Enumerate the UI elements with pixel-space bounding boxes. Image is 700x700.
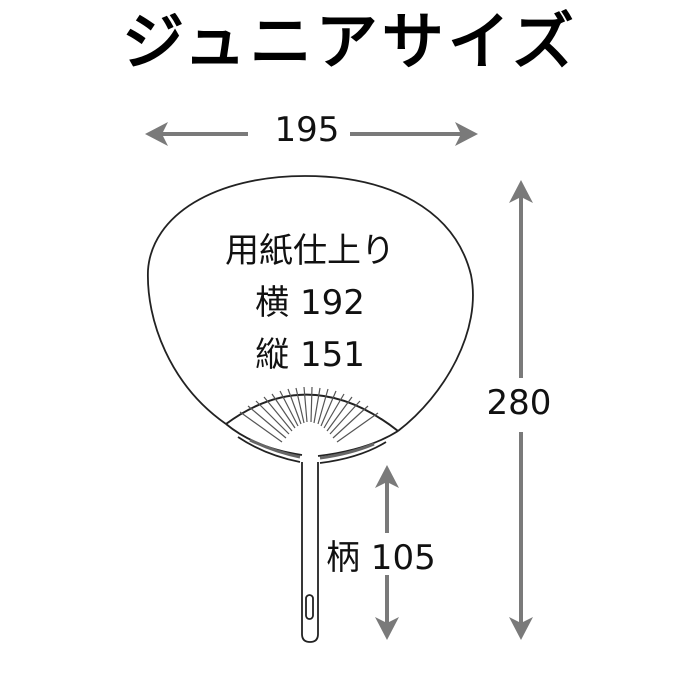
paper-size-block: 用紙仕上り 横 192 縦 151 — [190, 225, 430, 381]
fan-outline — [147, 175, 474, 643]
width-dimension-label: 195 — [274, 110, 340, 150]
width-dimension-arrow — [145, 122, 478, 146]
paper-width: 横 192 — [255, 283, 365, 323]
page-title: ジュニアサイズ — [122, 5, 578, 78]
paper-height: 縦 151 — [255, 335, 365, 375]
handle-dimension-label: 柄 105 — [326, 538, 436, 578]
paper-heading: 用紙仕上り — [225, 231, 395, 271]
height-dimension-label: 280 — [486, 383, 552, 423]
handle-dimension-arrow — [375, 465, 399, 640]
height-dimension-arrow — [509, 180, 533, 640]
fan-ribs — [239, 386, 379, 443]
